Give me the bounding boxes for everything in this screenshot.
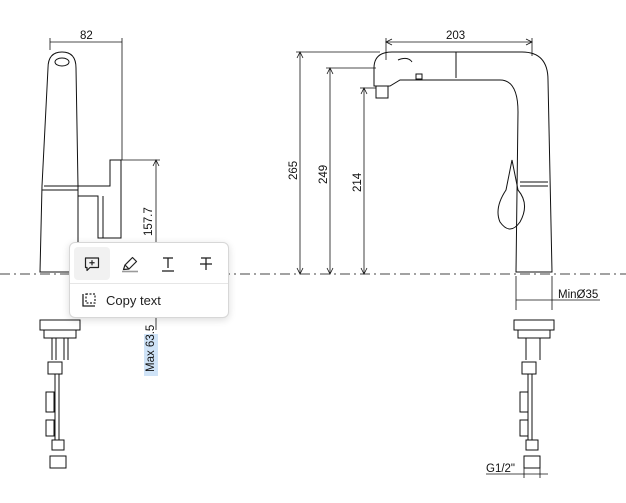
popup-divider	[70, 283, 228, 284]
highlighter-icon	[122, 256, 138, 272]
strikethrough-icon	[200, 256, 212, 270]
underline-button[interactable]	[150, 247, 186, 280]
annotation-toolbar	[74, 247, 224, 280]
front-view-faucet	[360, 51, 555, 469]
dim-width-front: 203	[446, 30, 465, 42]
dim-height-214: 214	[352, 172, 364, 192]
dim-height-249: 249	[318, 165, 330, 184]
add-comment-button[interactable]	[74, 247, 110, 280]
dim-max-deck: Max 63.5	[145, 325, 157, 372]
side-view-faucet	[39, 51, 160, 469]
text-underline-icon	[162, 256, 174, 272]
text-selection-highlight	[144, 334, 158, 376]
copy-text-button[interactable]: Copy text	[80, 289, 161, 311]
copy-text-label: Copy text	[106, 292, 161, 308]
comment-plus-icon	[84, 256, 100, 271]
dim-thread: G1/2"	[486, 463, 515, 475]
dim-height-157: 157.7	[143, 207, 155, 236]
copy-text-icon	[82, 293, 96, 307]
dim-width-side: 82	[80, 30, 93, 42]
highlight-button[interactable]	[112, 247, 148, 280]
dim-height-265: 265	[288, 161, 300, 180]
selection-popup: Copy text	[69, 242, 229, 318]
strikethrough-button[interactable]	[188, 247, 224, 280]
dim-min-hole: MinØ35	[558, 289, 598, 301]
front-view-dimensions	[296, 38, 600, 478]
